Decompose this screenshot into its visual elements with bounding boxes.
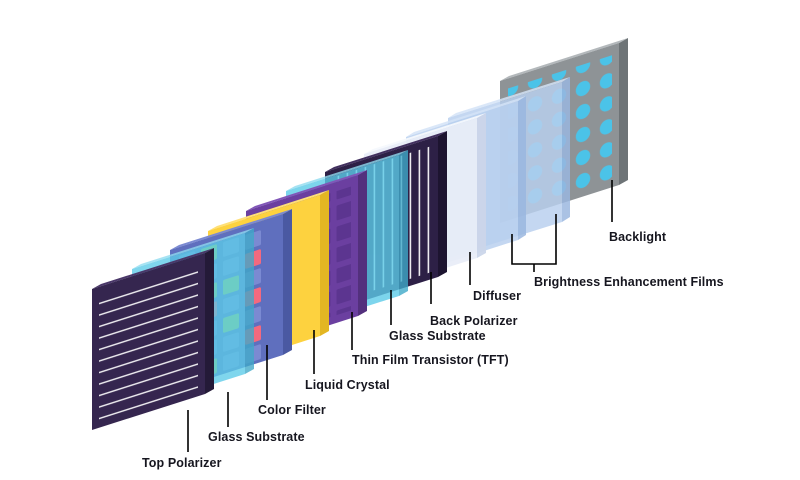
bef1-side-edge xyxy=(518,96,526,240)
bef2-side-edge xyxy=(562,77,570,222)
glass-back-side-edge xyxy=(399,150,408,296)
diffuser-top-edge xyxy=(364,113,486,154)
label-liquid-crystal: Liquid Crystal xyxy=(305,378,390,392)
top-polarizer-top-edge xyxy=(92,248,214,289)
back-polarizer-side-edge xyxy=(438,131,447,277)
glass-front-side-edge xyxy=(245,228,254,374)
backlight-top-edge xyxy=(500,38,628,81)
top-polarizer-stripes xyxy=(99,263,198,420)
label-color-filter: Color Filter xyxy=(258,403,326,417)
label-thin-film-transistor: Thin Film Transistor (TFT) xyxy=(352,353,509,367)
color-filter-side-edge xyxy=(283,209,292,355)
label-brightness-enhancement-films: Brightness Enhancement Films xyxy=(534,275,724,289)
label-glass-substrate-front: Glass Substrate xyxy=(208,430,305,444)
label-glass-substrate-back: Glass Substrate xyxy=(389,329,486,343)
glass-back-top-edge xyxy=(286,150,408,191)
top-polarizer-side-edge xyxy=(205,248,214,394)
backlight-side-edge xyxy=(619,38,628,185)
bef1-top-edge xyxy=(406,96,526,137)
label-back-polarizer: Back Polarizer xyxy=(430,314,518,328)
diffuser-side-edge xyxy=(477,113,486,258)
tft-top-edge xyxy=(246,170,367,211)
liquid-crystal-top-edge xyxy=(208,190,329,231)
bef2-top-edge xyxy=(448,77,570,118)
leader-lines xyxy=(187,180,613,452)
label-backlight: Backlight xyxy=(609,230,667,244)
label-diffuser: Diffuser xyxy=(473,289,521,303)
layer-top-polarizer[interactable] xyxy=(92,248,214,430)
tft-side-edge xyxy=(358,170,367,316)
glass-front-top-edge xyxy=(132,228,254,269)
color-filter-top-edge xyxy=(170,209,292,250)
label-top-polarizer: Top Polarizer xyxy=(142,456,222,470)
back-polarizer-top-edge xyxy=(325,131,447,172)
liquid-crystal-side-edge xyxy=(320,190,329,336)
layer-labels: Top Polarizer Glass Substrate Color Filt… xyxy=(142,230,724,470)
